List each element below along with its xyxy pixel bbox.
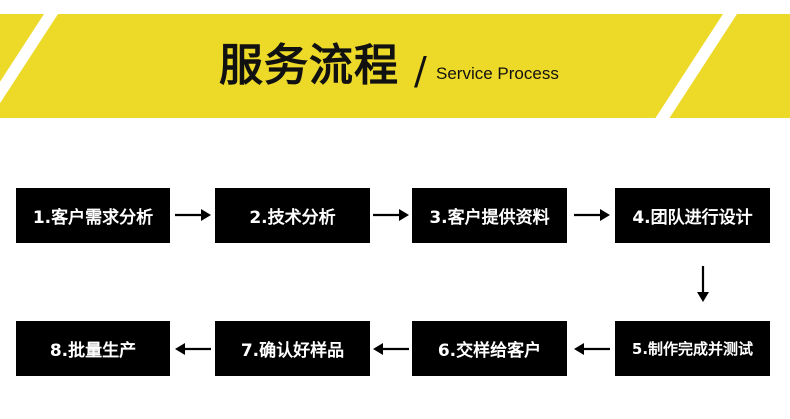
arrow-right-3	[574, 209, 610, 221]
banner-stripe-left	[0, 14, 59, 118]
arrow-left-2	[373, 343, 409, 355]
page-subtitle: Service Process	[436, 64, 559, 83]
step-5-box: 5.制作完成并测试	[615, 321, 770, 376]
step-7-box: 7.确认好样品	[215, 321, 370, 376]
step-3-box: 3.客户提供资料	[412, 188, 567, 243]
arrow-left-3	[175, 343, 211, 355]
page-title: 服务流程	[219, 40, 399, 91]
step-1-box: 1.客户需求分析	[16, 188, 170, 243]
title-slash: /	[414, 49, 427, 93]
arrow-right-1	[175, 209, 211, 221]
step-4-box: 4.团队进行设计	[615, 188, 770, 243]
step-8-box: 8.批量生产	[16, 321, 170, 376]
arrow-left-1	[574, 343, 610, 355]
step-6-box: 6.交样给客户	[412, 321, 567, 376]
banner-stripe-right	[655, 14, 737, 118]
step-2-box: 2.技术分析	[215, 188, 370, 243]
arrow-down	[697, 266, 709, 302]
arrow-right-2	[373, 209, 409, 221]
header-banner	[0, 14, 790, 118]
